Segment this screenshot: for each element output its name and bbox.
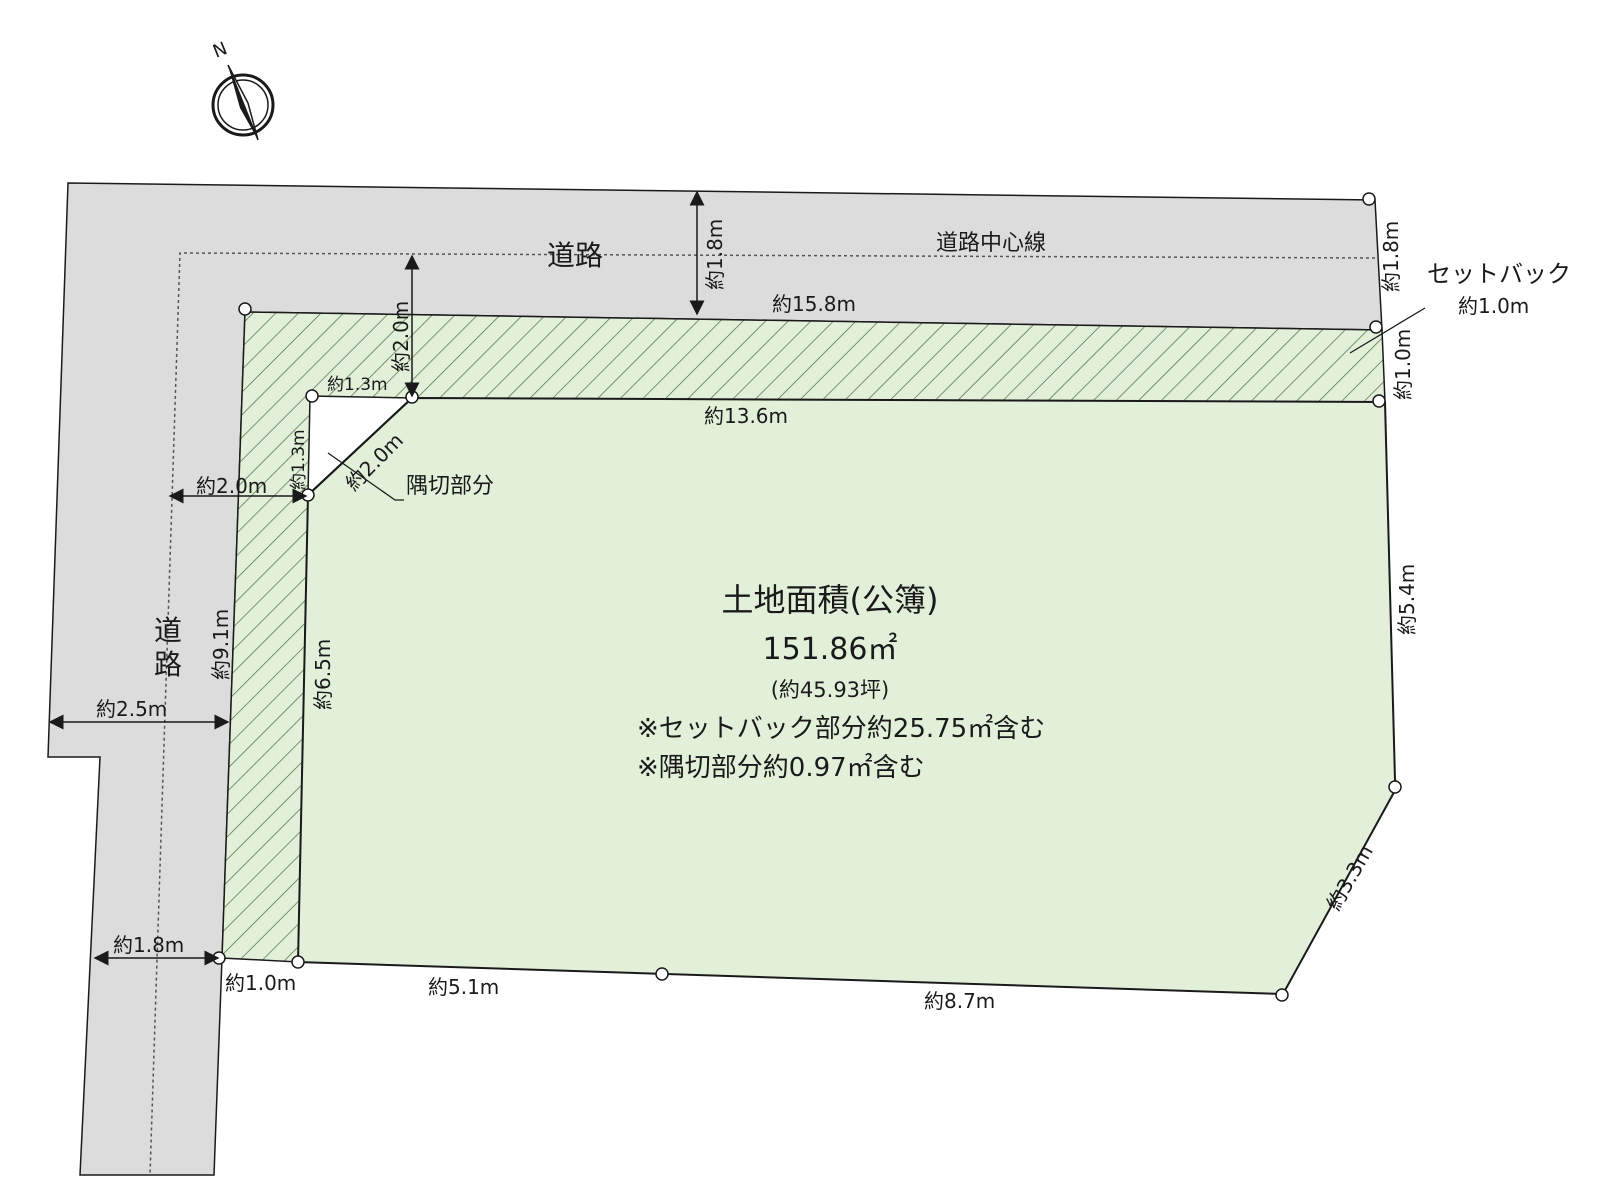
road-area: [47, 182, 1383, 1176]
dim-west-boundary: 約6.5m: [311, 639, 335, 710]
west-road-label: 道 路 道路: [154, 614, 182, 681]
dim-south-west: 約5.1m: [428, 975, 499, 999]
dim-setback-depth: 約2.0m: [389, 301, 413, 372]
dim-north-boundary: 約13.6m: [704, 404, 788, 428]
north-label: N: [210, 38, 230, 63]
area-tsubo: (約45.93坪): [771, 678, 890, 702]
road-centerline-label: 道路中心線: [936, 231, 1046, 256]
dim-west-setback-depth: 約2.0m: [196, 474, 267, 498]
dim-road-west-lower: 約1.8m: [113, 933, 184, 957]
corner-cut-label: 隅切部分: [406, 474, 494, 499]
road-centerline: [149, 252, 1376, 1176]
dim-corner-side: 約1.3m: [289, 429, 309, 490]
svg-text:道: 道: [154, 614, 182, 647]
north-road-label: 道路: [547, 239, 603, 272]
north-arrow-icon: N: [210, 38, 275, 141]
corner-cut-line: [307, 397, 413, 496]
area-value: 151.86㎡: [763, 632, 898, 667]
setback-width: 約1.0m: [1458, 294, 1529, 318]
dimension-lines: [48, 190, 705, 966]
area-title: 土地面積(公簿): [722, 581, 939, 619]
dim-east-upper: 約5.4m: [1395, 564, 1419, 635]
dim-west-setback-line: 約9.1m: [209, 609, 233, 680]
dim-road-northeast-width: 約1.8m: [1379, 221, 1403, 292]
dim-road-north-width: 約1.8m: [703, 219, 727, 290]
dim-north-setback-line: 約15.8m: [772, 292, 856, 316]
dim-south-setback: 約1.0m: [225, 971, 296, 995]
dim-road-west-width: 約2.5m: [96, 697, 167, 721]
dim-south-east: 約8.7m: [924, 989, 995, 1013]
area-corner-note: ※隅切部分約0.97㎡含む: [637, 753, 925, 783]
lot-area: [296, 396, 1400, 996]
dim-corner-top: 約1.3m: [327, 375, 388, 395]
svg-text:路: 路: [154, 648, 182, 681]
dim-setback-east: 約1.0m: [1391, 329, 1415, 400]
setback-title: セットバック: [1427, 260, 1571, 288]
leader-lines: [327, 307, 1426, 501]
area-setback-note: ※セットバック部分約25.75㎡含む: [637, 714, 1045, 744]
